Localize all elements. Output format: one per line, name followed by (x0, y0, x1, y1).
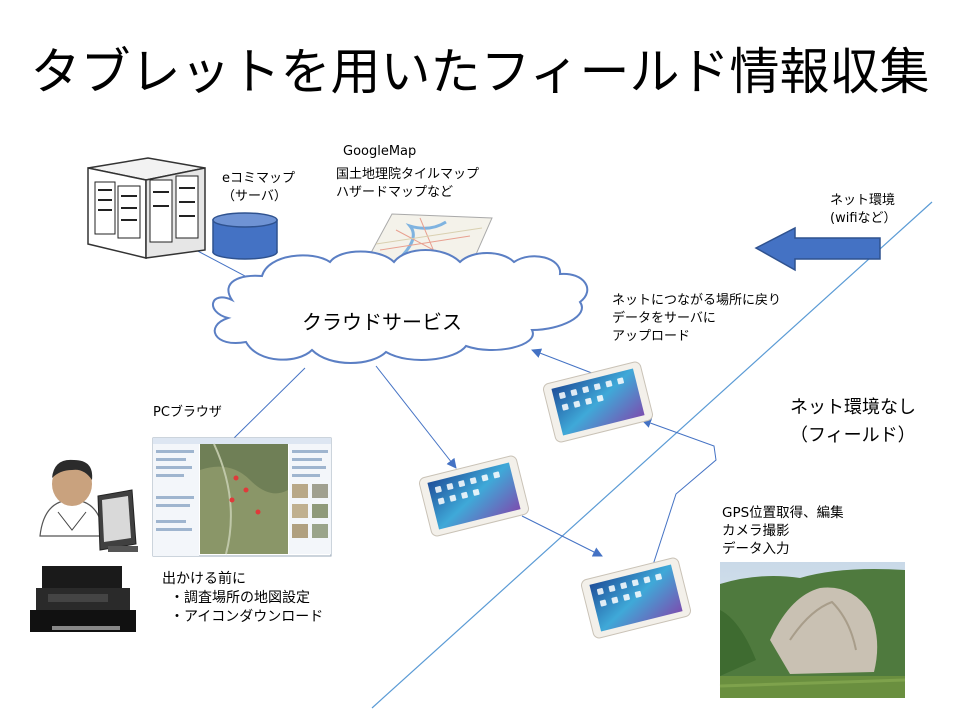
server-db-label-line: （サーバ） (222, 189, 287, 204)
tablet-cloud-sync (419, 455, 529, 537)
server-rack-image (87, 157, 206, 259)
database-icon (212, 212, 278, 260)
tablet-field (581, 557, 691, 639)
field-task-line: GPS位置取得、編集 (722, 505, 844, 521)
printer-icon (30, 566, 136, 632)
field-boundary-line (371, 201, 933, 709)
upload-note-line: ネットにつながる場所に戻り (612, 293, 782, 308)
network-label: ネット環境 (wifiなど） (830, 192, 897, 228)
upload-note-line: データをサーバに (612, 311, 716, 326)
server-db-label-line: eコミマップ (222, 171, 295, 186)
person-at-computer-icon (39, 459, 138, 552)
map-services-line: 国土地理院タイルマップ (336, 167, 480, 182)
cloud-to-tablet-arrow (375, 365, 457, 469)
map-services-line: ハザードマップなど (336, 185, 454, 200)
server-db-label: eコミマップ （サーバ） (222, 170, 295, 206)
return-path-arrow (641, 418, 717, 569)
offline-label: ネット環境なし （フィールド） (790, 394, 916, 450)
network-label-line: ネット環境 (830, 193, 896, 208)
landslide-photo (719, 562, 906, 698)
cloud-pc-connector (231, 367, 306, 441)
field-task-line: カメラ撮影 (722, 523, 790, 539)
before-going-line: ・調査場所の地図設定 (170, 590, 310, 606)
cloud-shape (211, 249, 589, 364)
before-going-line: 出かける前に (162, 571, 246, 587)
field-task-line: データ入力 (722, 541, 790, 557)
upload-note: ネットにつながる場所に戻り データをサーバに アップロード (612, 292, 781, 346)
field-tasks: GPS位置取得、編集 カメラ撮影 データ入力 (722, 504, 844, 558)
offline-label-line: （フィールド） (790, 425, 916, 446)
before-going-line: ・アイコンダウンロード (170, 609, 324, 625)
offline-label-line: ネット環境なし (790, 397, 916, 418)
pc-browser-screenshot (152, 437, 332, 557)
map-services-label: 国土地理院タイルマップ ハザードマップなど (336, 166, 479, 202)
network-label-line: (wifiなど） (830, 211, 897, 226)
tablet-upload (543, 361, 653, 443)
map-services-heading: GoogleMap (343, 144, 417, 159)
before-going-note: 出かける前に ・調査場所の地図設定 ・アイコンダウンロード (162, 570, 323, 627)
network-arrow (754, 226, 881, 272)
slide-title: タブレットを用いたフィールド情報収集 (30, 43, 930, 101)
upload-note-line: アップロード (612, 329, 691, 344)
pc-browser-label: PCブラウザ (153, 405, 222, 420)
cloud-label: クラウドサービス (302, 310, 462, 334)
tablet-to-field-arrow (521, 515, 603, 557)
